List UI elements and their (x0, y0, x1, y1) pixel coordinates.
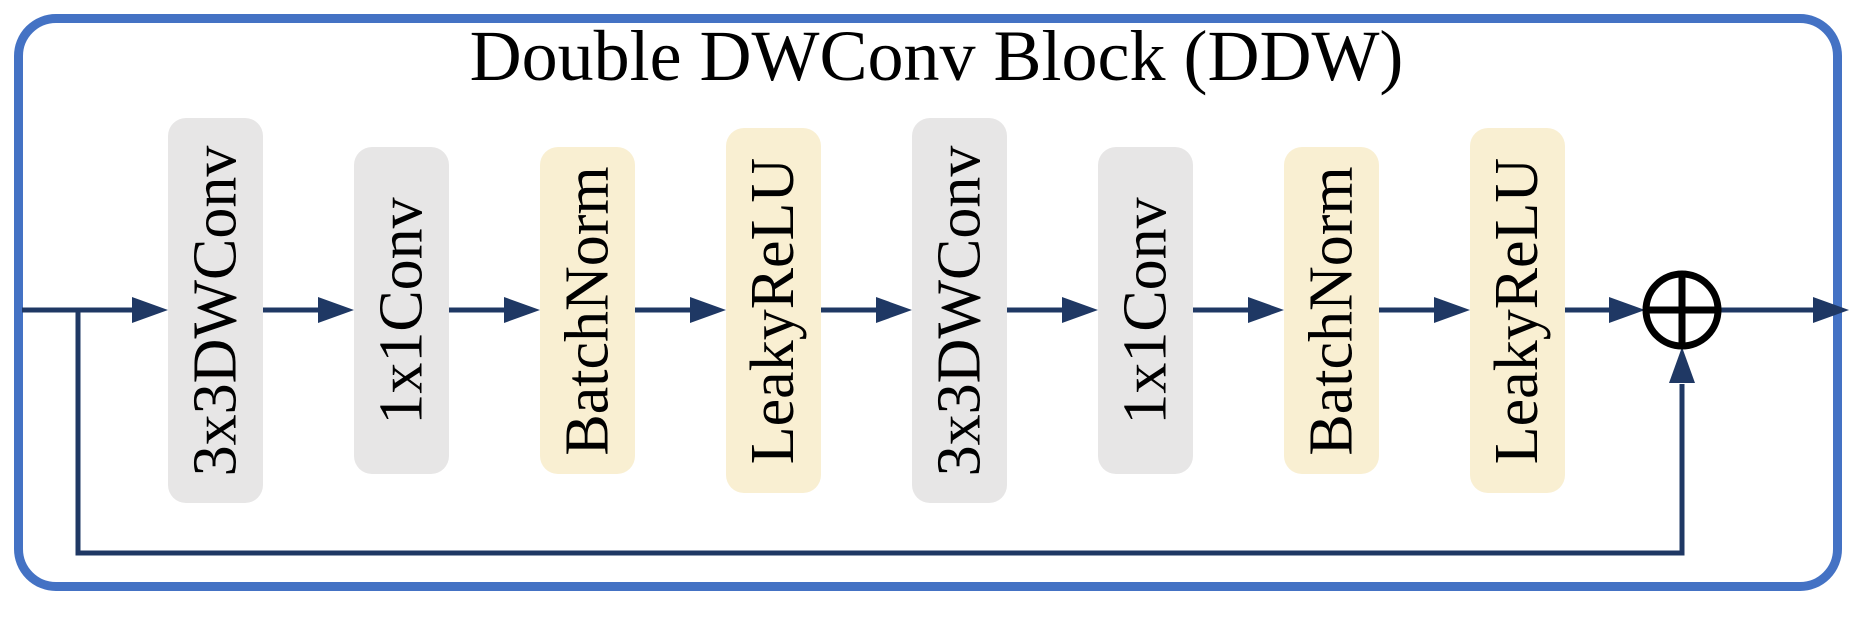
node-label: LeakyReLU (739, 157, 808, 464)
arrow-6-7 (1193, 297, 1284, 323)
node-leakyrelu-1: LeakyReLU (726, 128, 821, 493)
arrow-8-sum (1565, 297, 1645, 323)
node-label: 1x1Conv (1111, 196, 1180, 425)
input-arrow (22, 297, 168, 323)
node-3x3dwconv-2: 3x3DWConv (912, 118, 1007, 503)
node-label: 3x3DWConv (181, 145, 250, 476)
node-label: 3x3DWConv (925, 145, 994, 476)
node-batchnorm-1: BatchNorm (540, 147, 635, 474)
node-label: BatchNorm (553, 165, 622, 456)
node-label: LeakyReLU (1483, 157, 1552, 464)
node-label: 1x1Conv (367, 196, 436, 425)
arrow-5-6 (1007, 297, 1098, 323)
node-1x1conv-1: 1x1Conv (354, 147, 449, 474)
arrow-7-8 (1379, 297, 1470, 323)
arrow-3-4 (635, 297, 726, 323)
node-label: BatchNorm (1297, 165, 1366, 456)
skip-connection-arrow (75, 310, 1695, 556)
arrow-4-5 (821, 297, 912, 323)
node-leakyrelu-2: LeakyReLU (1470, 128, 1565, 493)
node-1x1conv-2: 1x1Conv (1098, 147, 1193, 474)
circle-plus-icon (1642, 270, 1722, 350)
arrow-1-2 (263, 297, 354, 323)
node-batchnorm-2: BatchNorm (1284, 147, 1379, 474)
block-border (14, 14, 1842, 591)
arrow-2-3 (449, 297, 540, 323)
node-3x3dwconv-1: 3x3DWConv (168, 118, 263, 503)
diagram-title: Double DWConv Block (DDW) (469, 16, 1404, 96)
output-arrow (1719, 297, 1849, 323)
